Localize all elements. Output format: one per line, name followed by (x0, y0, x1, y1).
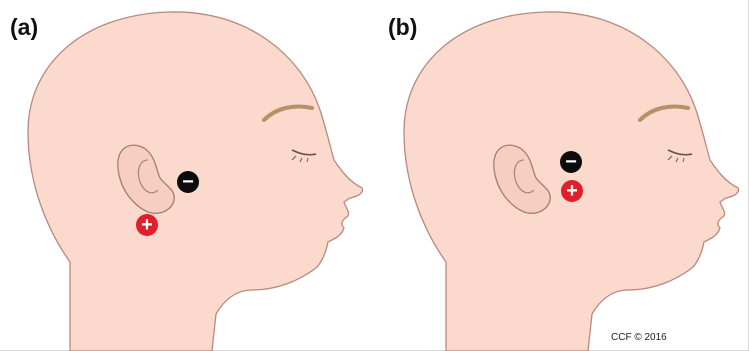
copyright-notice: CCF © 2016 (611, 332, 667, 343)
head-profile-b (376, 0, 746, 351)
positive-electrode-b: + (561, 180, 583, 202)
negative-electrode-a: − (177, 171, 199, 193)
negative-electrode-b: − (560, 151, 582, 173)
positive-electrode-a: + (136, 214, 158, 236)
panel-label-b: (b) (388, 14, 417, 41)
panel-label-a: (a) (10, 14, 38, 41)
